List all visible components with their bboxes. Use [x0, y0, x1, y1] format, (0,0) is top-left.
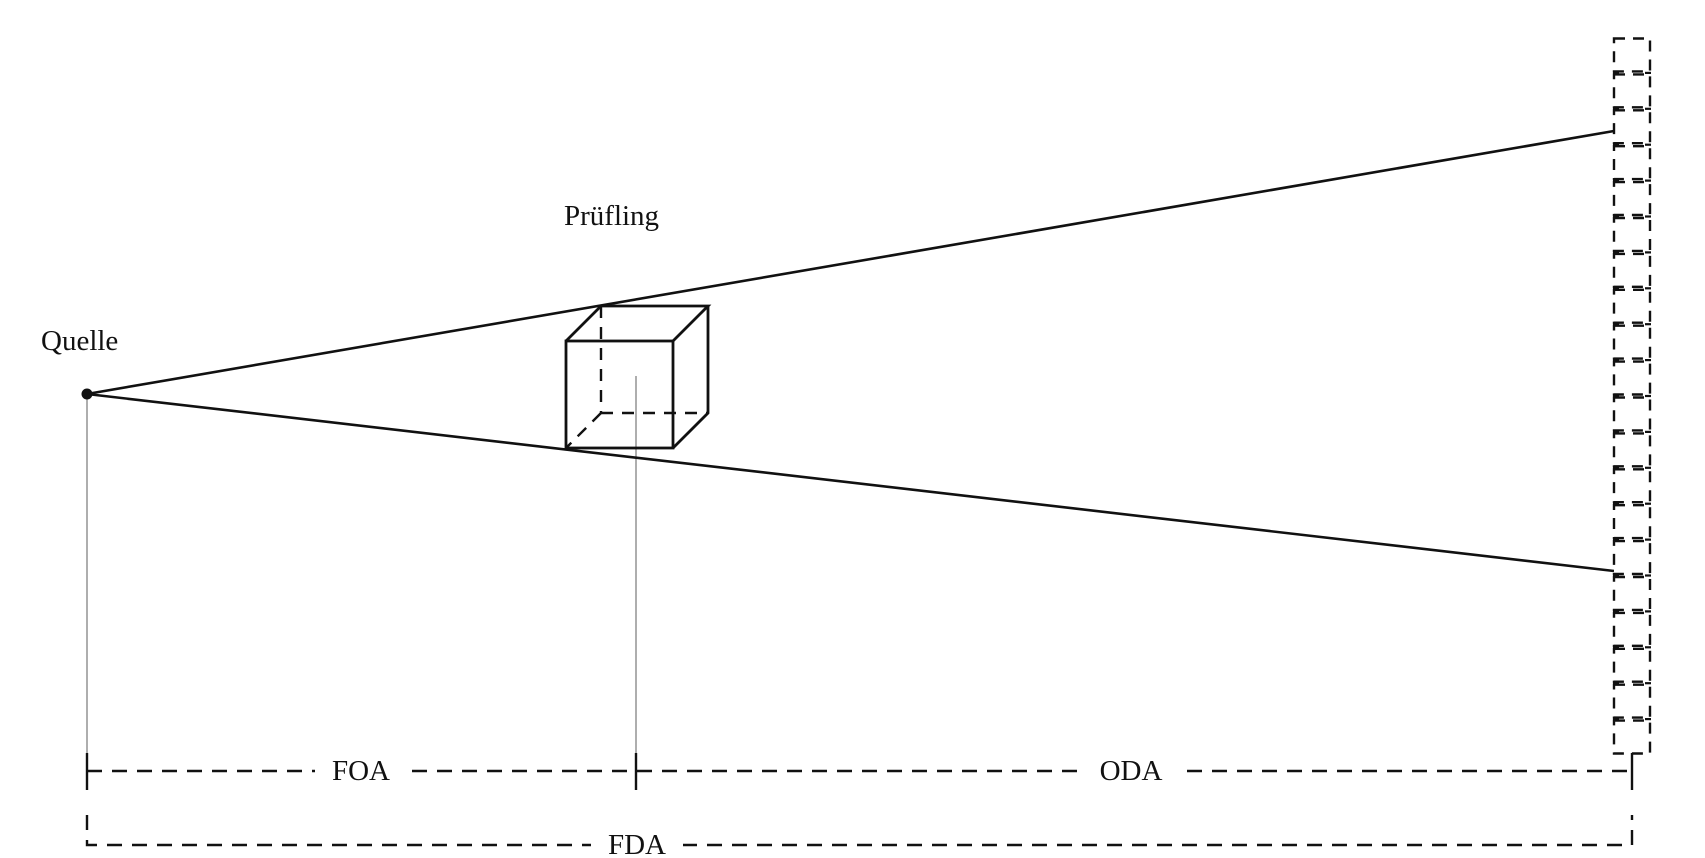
- detector-pixel: [1612, 396, 1652, 432]
- specimen-cube: [564, 304, 712, 450]
- detector-pixel: [1612, 144, 1652, 181]
- detector-pixel: [1612, 109, 1652, 145]
- oda-label: ODA: [1100, 755, 1163, 787]
- detector-pixel: [1612, 252, 1652, 288]
- detector-pixel: [1612, 504, 1652, 540]
- cube-top-edges: [565, 304, 712, 342]
- fda-label: FDA: [608, 829, 666, 858]
- specimen-label: Prüfling: [564, 200, 659, 232]
- detector-pixel: [1612, 288, 1652, 324]
- foa-label-background: [315, 750, 407, 790]
- detector-array: [1612, 37, 1652, 755]
- cube-front-face: [564, 339, 675, 450]
- cube-hidden-edge: [565, 412, 602, 449]
- detector-pixel: [1612, 360, 1652, 396]
- detector-pixel: [1612, 216, 1652, 253]
- detector-pixel: [1612, 647, 1652, 683]
- detector-pixel: [1612, 37, 1652, 73]
- detector-pixel: [1612, 719, 1652, 755]
- oda-label-background: [1085, 750, 1177, 790]
- fda-dimension-line: [85, 815, 1634, 847]
- detector-pixel: [1612, 468, 1652, 504]
- detector-pixel: [1612, 73, 1652, 109]
- detector-pixel: [1612, 324, 1652, 360]
- detector-pixel: [1612, 575, 1652, 612]
- detector-pixel: [1612, 180, 1652, 217]
- cube-right-edges: [672, 306, 710, 449]
- dimension-lines: [85, 750, 1634, 858]
- foa-label: FOA: [332, 755, 390, 787]
- detector-pixel: [1612, 683, 1652, 719]
- fda-label-background: [591, 824, 683, 858]
- source-label: Quelle: [41, 325, 118, 357]
- beam-upper-edge: [86, 129, 1615, 396]
- detector-pixel: [1612, 611, 1652, 648]
- beam-lower-edge: [86, 392, 1615, 573]
- detector-pixel: [1612, 432, 1652, 468]
- detector-pixel: [1612, 539, 1652, 576]
- source-point: [81, 388, 93, 400]
